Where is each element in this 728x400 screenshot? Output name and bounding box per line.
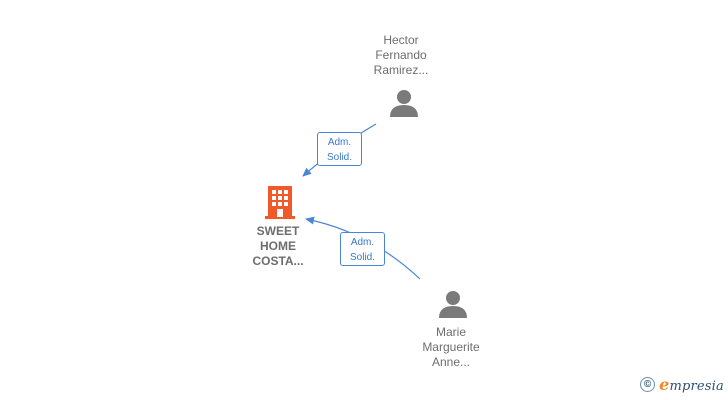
relation-label-line: Adm. — [350, 237, 375, 248]
person-label-line: Fernando — [375, 48, 427, 62]
person-node-marie[interactable] — [437, 289, 469, 319]
person-label-line: Hector — [383, 33, 419, 47]
building-icon — [265, 186, 295, 219]
relation-label-line: Adm. — [327, 137, 352, 148]
relation-label-line: Solid. — [349, 252, 375, 263]
person-label-hector[interactable]: Hector Fernando Ramirez... — [351, 33, 451, 78]
person-label-line: Ramirez... — [373, 63, 429, 77]
person-label-line: Marie — [435, 325, 466, 339]
company-node[interactable] — [262, 184, 298, 220]
relation-label-line: Solid. — [326, 152, 352, 163]
copyright-icon: © — [640, 376, 656, 392]
relation-label-hector[interactable]: Adm. Solid. — [317, 132, 362, 166]
company-label[interactable]: SWEET HOME COSTA... — [238, 224, 318, 269]
person-icon — [390, 90, 418, 117]
brand-logo-rest: mpresia — [669, 378, 724, 394]
person-label-marie[interactable]: Marie Marguerite Anne... — [401, 325, 501, 370]
company-label-line: SWEET — [256, 224, 300, 238]
person-label-line: Marguerite — [422, 340, 480, 354]
person-label-line: Anne... — [431, 355, 471, 369]
person-node-hector[interactable] — [388, 88, 420, 118]
relation-label-marie[interactable]: Adm. Solid. — [340, 232, 385, 266]
brand-watermark: © empresia — [640, 374, 724, 394]
brand-logo-initial: e — [659, 374, 670, 394]
company-label-line: COSTA... — [252, 254, 304, 268]
person-icon — [439, 291, 467, 318]
company-label-line: HOME — [260, 239, 296, 253]
brand-logo: empresia — [659, 375, 724, 394]
